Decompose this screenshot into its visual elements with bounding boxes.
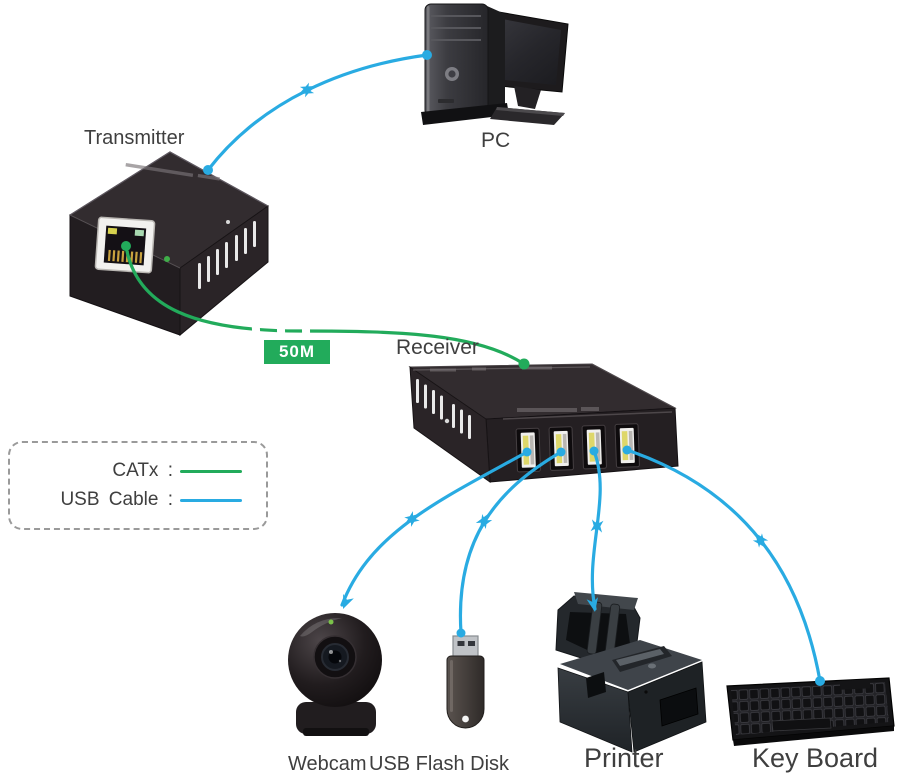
usb-cable-receiver-webcam: [337, 447, 532, 612]
pc-label: PC: [481, 129, 511, 152]
rj45-pins: [107, 249, 143, 264]
usb-flash-disk-label: USB Flash Disk: [369, 753, 510, 775]
keyboard-device: [726, 677, 895, 746]
catx-line-swatch: [180, 469, 242, 473]
printer-side-vent: [586, 672, 606, 698]
pc-tower: [421, 3, 509, 125]
cable-endpoint-dot: [522, 447, 532, 457]
keyboard-keys: [731, 682, 889, 735]
rj45-led-green: [134, 229, 145, 237]
cable-endpoint-dot: [422, 50, 432, 60]
vent-slits-receiver: [416, 379, 471, 439]
cable-endpoint-dot: [589, 446, 599, 456]
usb-cable-receiver-flash-disk: [456, 447, 566, 638]
drive-bay-line: [431, 27, 481, 29]
cable-endpoint-dot: [456, 628, 466, 638]
cable-endpoint-dot: [518, 358, 530, 370]
top-print-marks: [125, 163, 220, 181]
keyboard-lip: [733, 726, 894, 746]
printer-cutter-bar: [574, 592, 638, 610]
usb-cable-transmitter-pc: [203, 50, 432, 175]
cables: [121, 50, 825, 686]
vent-slits-transmitter: [198, 220, 256, 289]
webcam-label: Webcam: [288, 753, 367, 775]
cable-endpoint-dot: [622, 445, 632, 455]
flash-drive-device: [446, 635, 485, 729]
keyboard-indicator-strip: [839, 679, 871, 690]
catx-cable-break-marks: [251, 324, 311, 336]
monitor-stand: [490, 86, 565, 125]
transmitter-status-led: [164, 256, 170, 262]
keyboard-label: Key Board: [752, 743, 879, 773]
printer-device: [555, 592, 707, 753]
webcam-device: [288, 613, 382, 736]
usb-cable-receiver-keyboard: [622, 445, 825, 686]
right-edge-highlight: [591, 363, 676, 409]
webcam-lens-icon: [313, 635, 357, 679]
legend-catx-label: CATx :: [112, 460, 173, 481]
cable-endpoint-dot: [556, 447, 566, 457]
rj45-led-yellow: [107, 227, 118, 235]
flash-body: [446, 655, 485, 729]
webcam-led: [328, 619, 334, 625]
printer-label: Printer: [584, 743, 664, 773]
receiver-side-face: [409, 366, 491, 484]
usb-connector-icon: [452, 635, 479, 658]
cable-endpoint-dot: [121, 241, 131, 251]
legend-box: CATx : USB Cable :: [8, 441, 268, 530]
top-print-marks: [430, 366, 552, 372]
legend-row-usb: USB Cable :: [60, 489, 242, 511]
distance-badge: 50M: [264, 340, 330, 364]
cable-endpoint-dot: [815, 676, 825, 686]
tower-logo-mark: [438, 99, 454, 103]
catx-cable: [124, 244, 526, 366]
flash-indicator-dot: [462, 715, 469, 723]
printer-feed-button: [648, 663, 656, 669]
cable-endpoint-dot: [203, 165, 213, 175]
webcam-gloss: [300, 617, 342, 637]
usb-cable-receiver-printer: [586, 446, 605, 614]
printer-front-slot: [659, 687, 699, 727]
transmitter-label: Transmitter: [84, 127, 185, 149]
front-print-marks: [502, 407, 673, 420]
top-edge-highlight: [69, 151, 269, 216]
usb-line-swatch: [180, 498, 242, 502]
pc-device: [421, 3, 569, 125]
drive-bay-line: [431, 39, 481, 41]
legend-usb-label: USB Cable :: [60, 489, 173, 510]
legend-row-catx: CATx :: [112, 460, 242, 482]
keyboard-spacebar: [771, 717, 832, 732]
printer-hinge-arm: [586, 601, 603, 655]
receiver-label: Receiver: [396, 336, 479, 359]
webcam-base: [296, 702, 376, 734]
drive-bay-line: [431, 15, 481, 17]
tower-pedestal: [421, 103, 509, 125]
